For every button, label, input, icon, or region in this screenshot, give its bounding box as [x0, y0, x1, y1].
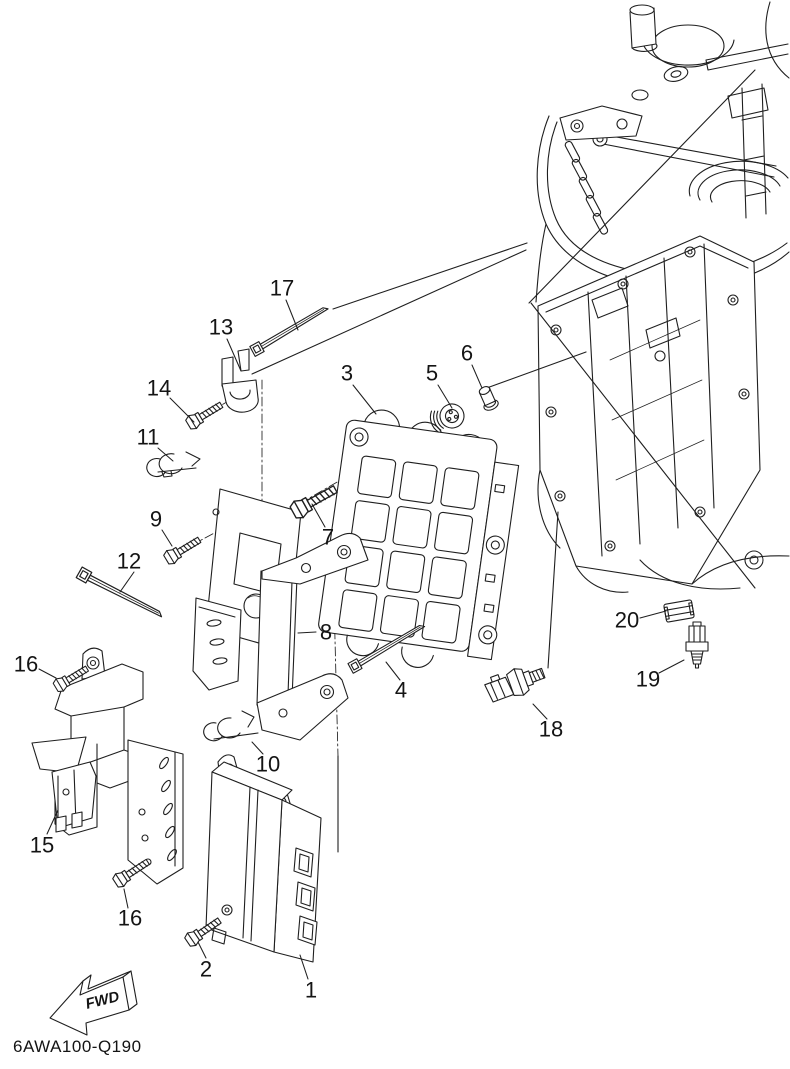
callout-leader-16 — [38, 668, 57, 679]
callout-number-16: 16 — [118, 906, 142, 931]
part-11-clip — [146, 451, 201, 478]
callout-number-11: 11 — [137, 425, 160, 450]
drawing-code: 6AWA100-Q190 — [13, 1037, 142, 1056]
callout-leader-4 — [385, 661, 401, 681]
callout-number-3: 3 — [341, 361, 353, 386]
callout-leader-13 — [226, 338, 242, 372]
callout-number-8: 8 — [320, 620, 332, 645]
callout-leader-14 — [169, 397, 195, 423]
callout-number-17: 17 — [270, 276, 294, 301]
callout-leader-7 — [311, 503, 326, 528]
callout-leader-8 — [297, 631, 317, 634]
callout-leader-1 — [299, 954, 309, 980]
callout-number-4: 4 — [395, 678, 407, 703]
part-8-bracket-plate — [192, 488, 369, 741]
callout-number-15: 15 — [30, 833, 54, 858]
part-3-electrical-bracket — [318, 409, 520, 668]
fwd-arrow: FWD — [49, 970, 138, 1036]
callout-number-6: 6 — [461, 341, 473, 366]
part-12-cable-tie — [75, 566, 165, 625]
callout-leader-6 — [471, 364, 483, 389]
callout-number-2: 2 — [200, 957, 212, 982]
callout-leader-15 — [46, 809, 59, 835]
part-18-sensor — [484, 667, 546, 703]
callout-number-12: 12 — [117, 549, 141, 574]
callout-leader-2 — [197, 941, 207, 959]
callout-leader-12 — [119, 571, 135, 593]
part-1-ecu-box — [205, 754, 322, 963]
part-14-bolt — [183, 397, 226, 432]
callout-leader-3 — [352, 384, 377, 415]
engine-block-drawing — [535, 1, 790, 593]
part-20-clip — [663, 599, 695, 623]
part-9-bolt — [161, 532, 204, 567]
part-15-holder-clip — [31, 736, 97, 833]
callout-number-7: 7 — [322, 525, 334, 550]
part-19-sensor — [685, 621, 709, 669]
callout-number-10: 10 — [256, 752, 280, 777]
part-13-clamp — [221, 348, 259, 413]
part-6-collar — [478, 386, 499, 411]
callout-number-13: 13 — [209, 315, 233, 340]
part-10-clamp — [203, 710, 259, 742]
callout-leader-20 — [639, 610, 667, 619]
callout-number-9: 9 — [150, 507, 162, 532]
part-7-bolt — [287, 480, 341, 522]
callout-leader-5 — [437, 384, 453, 409]
callout-number-14: 14 — [147, 376, 171, 401]
callout-leader-11 — [157, 447, 174, 462]
callout-leader-16 — [123, 888, 129, 909]
callout-number-19: 19 — [636, 667, 660, 692]
callout-leader-19 — [658, 659, 685, 674]
callout-leader-17 — [285, 299, 299, 331]
callout-number-20: 20 — [615, 608, 639, 633]
callout-number-5: 5 — [426, 361, 438, 386]
callout-leader-18 — [532, 703, 548, 720]
part-5-grommet — [429, 403, 465, 433]
callout-number-1: 1 — [305, 978, 317, 1003]
callout-number-16: 16 — [14, 652, 38, 677]
callout-leader-9 — [161, 529, 173, 547]
callout-number-18: 18 — [539, 717, 563, 742]
callout-leader-10 — [251, 741, 264, 755]
